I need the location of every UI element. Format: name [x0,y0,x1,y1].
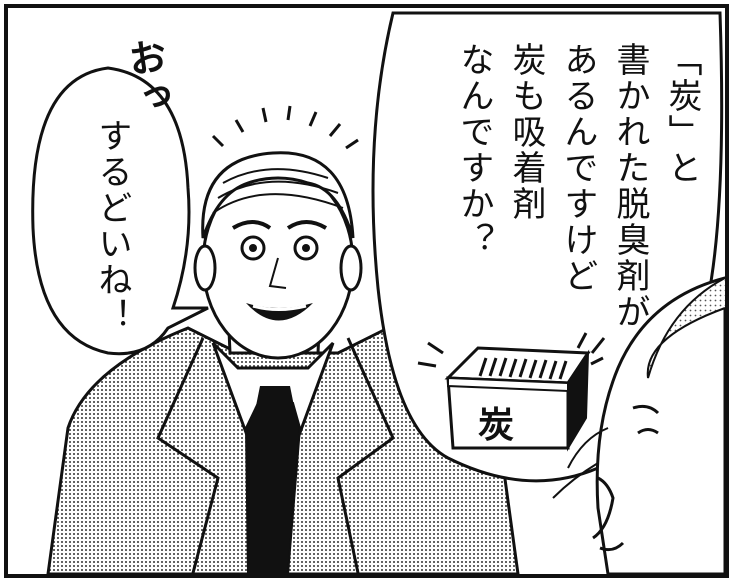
deodorizer-box [417,332,606,452]
box-label: 炭 [478,405,515,446]
exclamation-text: おっ [119,35,175,121]
left-bubble-line-1: するどいね！ [92,118,132,334]
panel-artwork [31,11,725,574]
right-bubble-line-3: あるんですけど [558,42,598,294]
right-bubble-line-2: 書かれた脱臭剤が [610,42,650,330]
right-bubble-line-5: なんですか？ [454,42,494,258]
comic-panel: おっ するどいね！ 「炭」と 書かれた脱臭剤が あるんですけど 炭も吸着剤 なん… [4,4,729,578]
woman-figure [552,276,725,574]
left-speech-bubble [31,66,209,356]
surprise-lines [211,105,359,150]
right-bubble-line-4: 炭も吸着剤 [506,42,546,222]
right-bubble-line-1: 「炭」と [662,42,702,186]
